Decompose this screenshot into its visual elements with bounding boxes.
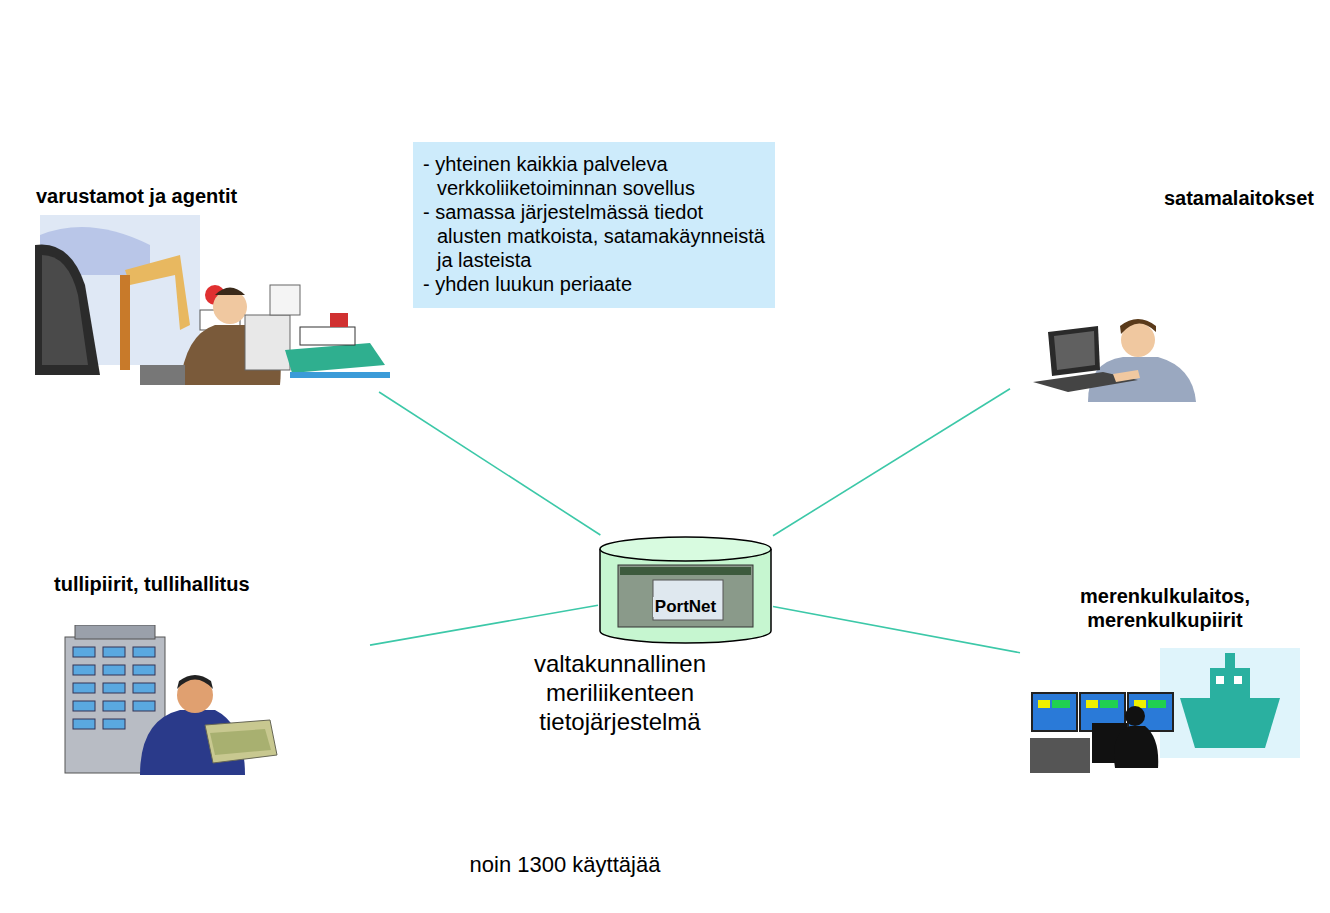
laptop-user-clipart [1028,312,1203,402]
actor-group: satamalaitokset [1010,182,1322,402]
customs-clipart [55,625,280,775]
bullet-text: - yhden luukun periaate [423,272,765,296]
system-name: PortNet [653,597,718,617]
bullet-text: - samassa järjestelmässä tiedot alusten … [423,200,765,272]
actor-label: satamalaitokset [1110,186,1314,210]
connector-line [379,392,600,535]
note-label: noin 1300 käyttäjää [400,852,730,878]
actor-group: tullipiirit, tullihallitus [40,568,370,780]
database-cylinder: PortNet [598,535,773,645]
actor-label: varustamot ja agentit [36,184,376,208]
maritime-office-clipart [1030,638,1305,773]
connector-line [370,605,598,645]
bullet-text: - yhteinen kaikkia palveleva verkkoliike… [423,152,765,200]
actor-label: tullipiirit, tullihallitus [54,572,354,596]
actor-group: merenkulkulaitos, merenkulkupiirit [1020,580,1310,780]
connector-line [773,389,1010,536]
actor-group: varustamot ja agentit [30,180,400,392]
cylinder-outline [598,535,773,645]
shipping-clipart [30,215,390,390]
info-box: - yhteinen kaikkia palveleva verkkoliike… [413,142,775,308]
actor-label: merenkulkulaitos, merenkulkupiirit [1040,584,1290,632]
connector-line [773,606,1020,652]
region-label: valtakunnallinen meriliikenteen tietojär… [505,650,735,736]
